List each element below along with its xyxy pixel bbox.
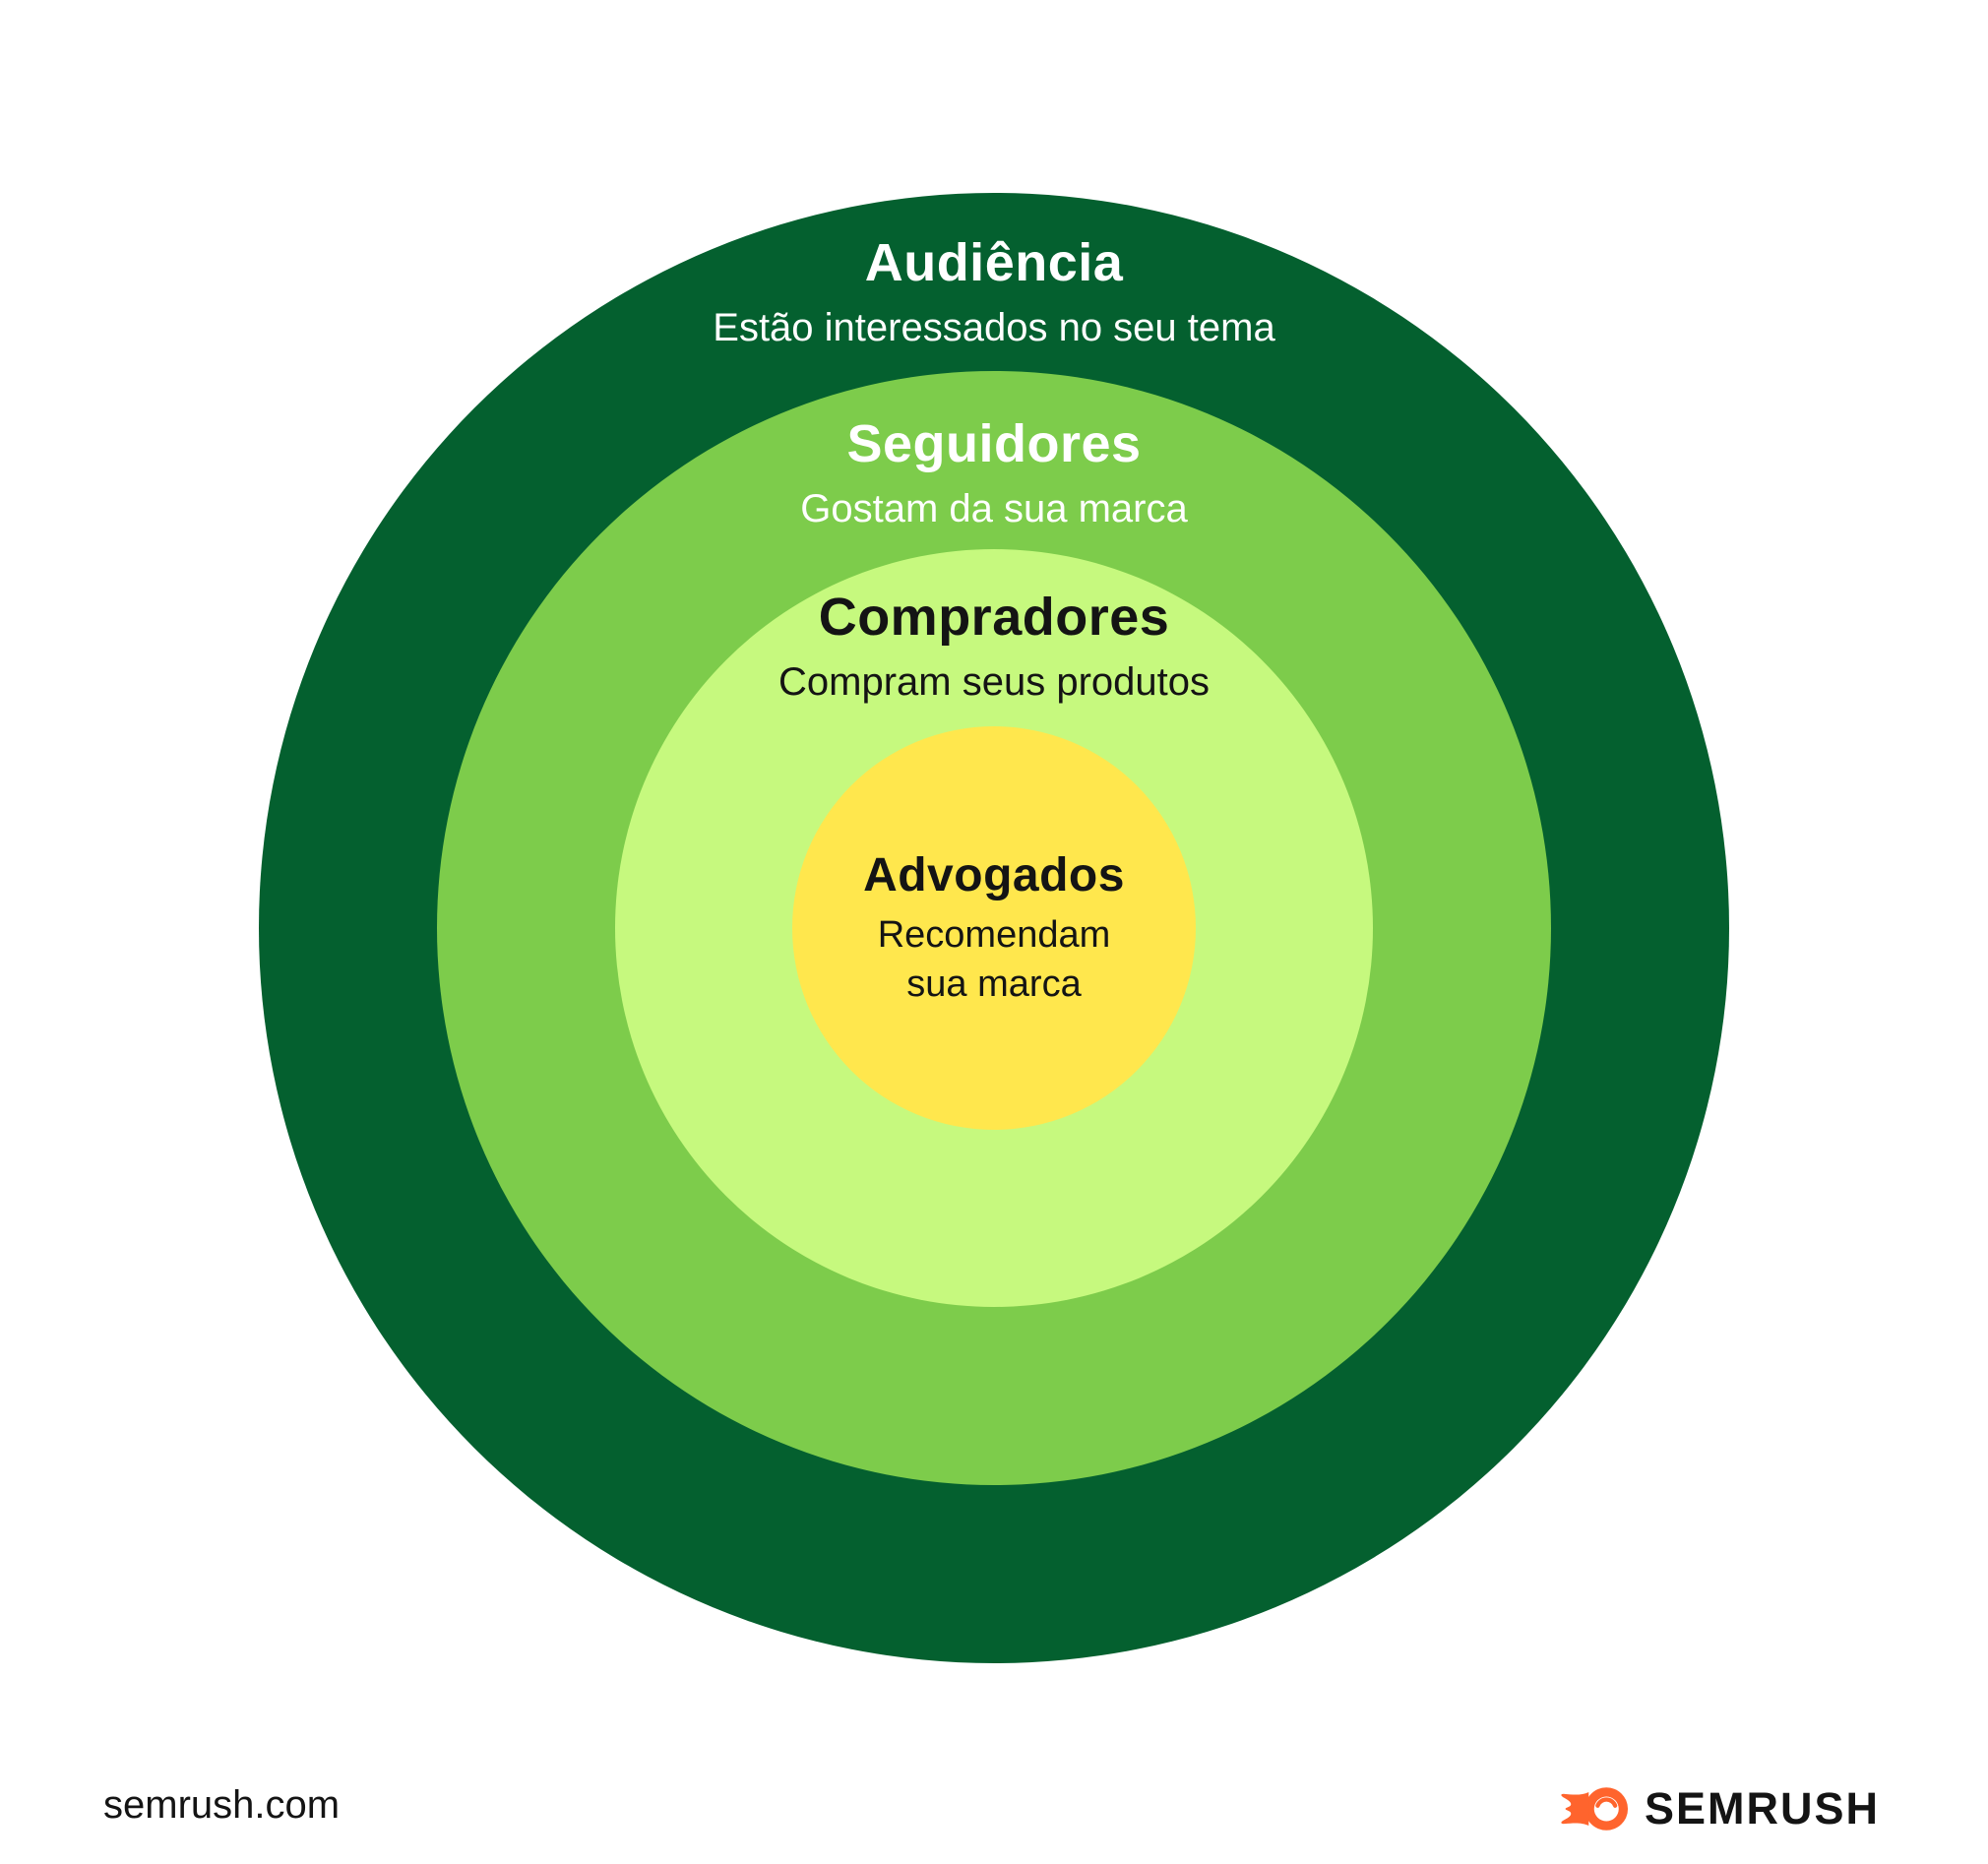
semrush-flame-icon — [1558, 1786, 1629, 1832]
audiencia-subtitle: Estão interessados no seu tema — [713, 306, 1275, 350]
semrush-logo: SEMRUSH — [1558, 1783, 1880, 1834]
advogados-title: Advogados — [863, 849, 1125, 901]
website-url: semrush.com — [103, 1783, 341, 1827]
compradores-title: Compradores — [818, 588, 1170, 647]
seguidores-subtitle: Gostam da sua marca — [800, 487, 1188, 531]
label-compradores: Compradores Compram seus produtos — [0, 587, 1988, 707]
seguidores-title: Seguidores — [846, 414, 1142, 473]
advogados-subtitle-line2: sua marca — [906, 963, 1082, 1006]
label-advogados: Advogados Recomendam sua marca — [0, 848, 1988, 1009]
semrush-wordmark: SEMRUSH — [1644, 1783, 1880, 1833]
label-audiencia: Audiência Estão interessados no seu tema — [0, 232, 1988, 352]
ring-advogados — [792, 726, 1196, 1130]
audiencia-title: Audiência — [864, 233, 1124, 292]
compradores-subtitle: Compram seus produtos — [778, 660, 1210, 705]
advogados-subtitle: Recomendam sua marca — [0, 910, 1988, 1009]
advogados-subtitle-line1: Recomendam — [877, 914, 1111, 957]
label-seguidores: Seguidores Gostam da sua marca — [0, 413, 1988, 533]
